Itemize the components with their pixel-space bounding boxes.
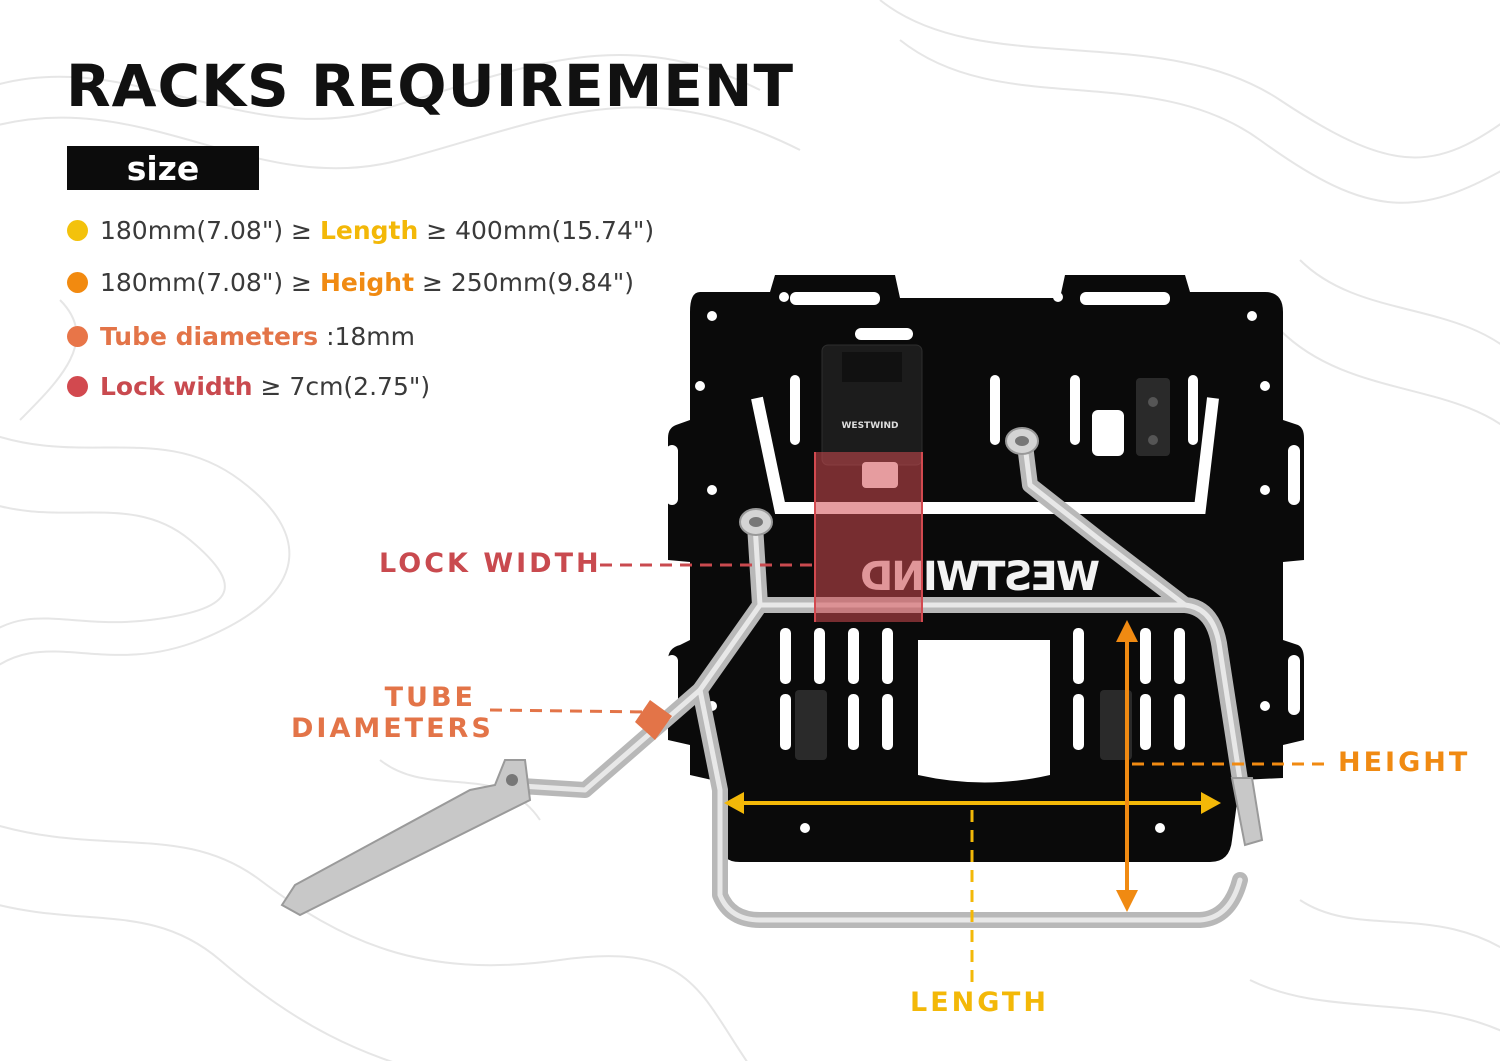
height-callout: HEIGHT xyxy=(1338,747,1471,778)
page-title: RACKS REQUIREMENT xyxy=(66,52,795,120)
tube-ends xyxy=(739,427,1039,536)
spec-height-min: 180mm(7.08") xyxy=(100,268,284,297)
length-callout: LENGTH xyxy=(910,987,1049,1018)
spec-tube-diameters: Tube diameters :18mm xyxy=(67,322,415,351)
lower-lock-mounts xyxy=(795,690,1132,760)
length-arrow xyxy=(724,792,1221,985)
right-bracket xyxy=(1230,777,1264,847)
orange-dot-icon xyxy=(67,272,88,293)
tube-diameter-marker xyxy=(635,700,672,740)
spec-height-op2: ≥ xyxy=(414,268,451,297)
height-arrow xyxy=(1116,620,1330,912)
spec-lock-value: 7cm(2.75") xyxy=(289,372,431,401)
tube-diameter-leader xyxy=(489,708,649,714)
mounting-bracket xyxy=(280,759,532,917)
tube-callout-line1: TUBE xyxy=(384,682,476,713)
tube-callout-line2: DIAMETERS xyxy=(291,713,494,744)
coral-dot-icon xyxy=(67,326,88,347)
lock-block xyxy=(821,344,1170,488)
spec-length-op1: ≥ xyxy=(283,216,320,245)
spec-lock-label: Lock width xyxy=(100,372,253,401)
lock-width-callout: LOCK WIDTH xyxy=(379,548,602,579)
lower-slots xyxy=(780,628,1185,783)
spec-length-op2: ≥ xyxy=(418,216,456,245)
spec-length-min: 180mm(7.08") xyxy=(100,216,284,245)
tab-slots xyxy=(666,292,1300,715)
tube-highlight xyxy=(502,442,1243,923)
spec-length-label: Length xyxy=(319,216,419,245)
upper-slots xyxy=(790,375,1198,456)
spec-height: 180mm(7.08") ≥ Height ≥ 250mm(9.84") xyxy=(67,268,634,297)
lock-width-highlight xyxy=(815,452,922,622)
bracket-hole xyxy=(506,774,518,786)
yellow-dot-icon xyxy=(67,220,88,241)
spec-tube-value: :18mm xyxy=(318,322,416,351)
spec-height-op1: ≥ xyxy=(283,268,320,297)
spec-length: 180mm(7.08") ≥ Length ≥ 400mm(15.74") xyxy=(67,216,654,245)
spec-height-label: Height xyxy=(319,268,415,297)
red-dot-icon xyxy=(67,376,88,397)
spec-length-max: 400mm(15.74") xyxy=(455,216,655,245)
size-tag: size xyxy=(67,146,259,190)
spec-lock-width: Lock width ≥ 7cm(2.75") xyxy=(67,372,430,401)
spec-lock-op: ≥ xyxy=(252,372,290,401)
tube-diameters-callout: TUBE DIAMETERS xyxy=(291,682,494,744)
u-bracket xyxy=(751,396,1219,514)
lock-badge-text: WESTWIND xyxy=(842,421,899,431)
spec-height-max: 250mm(9.84") xyxy=(450,268,634,297)
spec-tube-label: Tube diameters xyxy=(100,322,319,351)
